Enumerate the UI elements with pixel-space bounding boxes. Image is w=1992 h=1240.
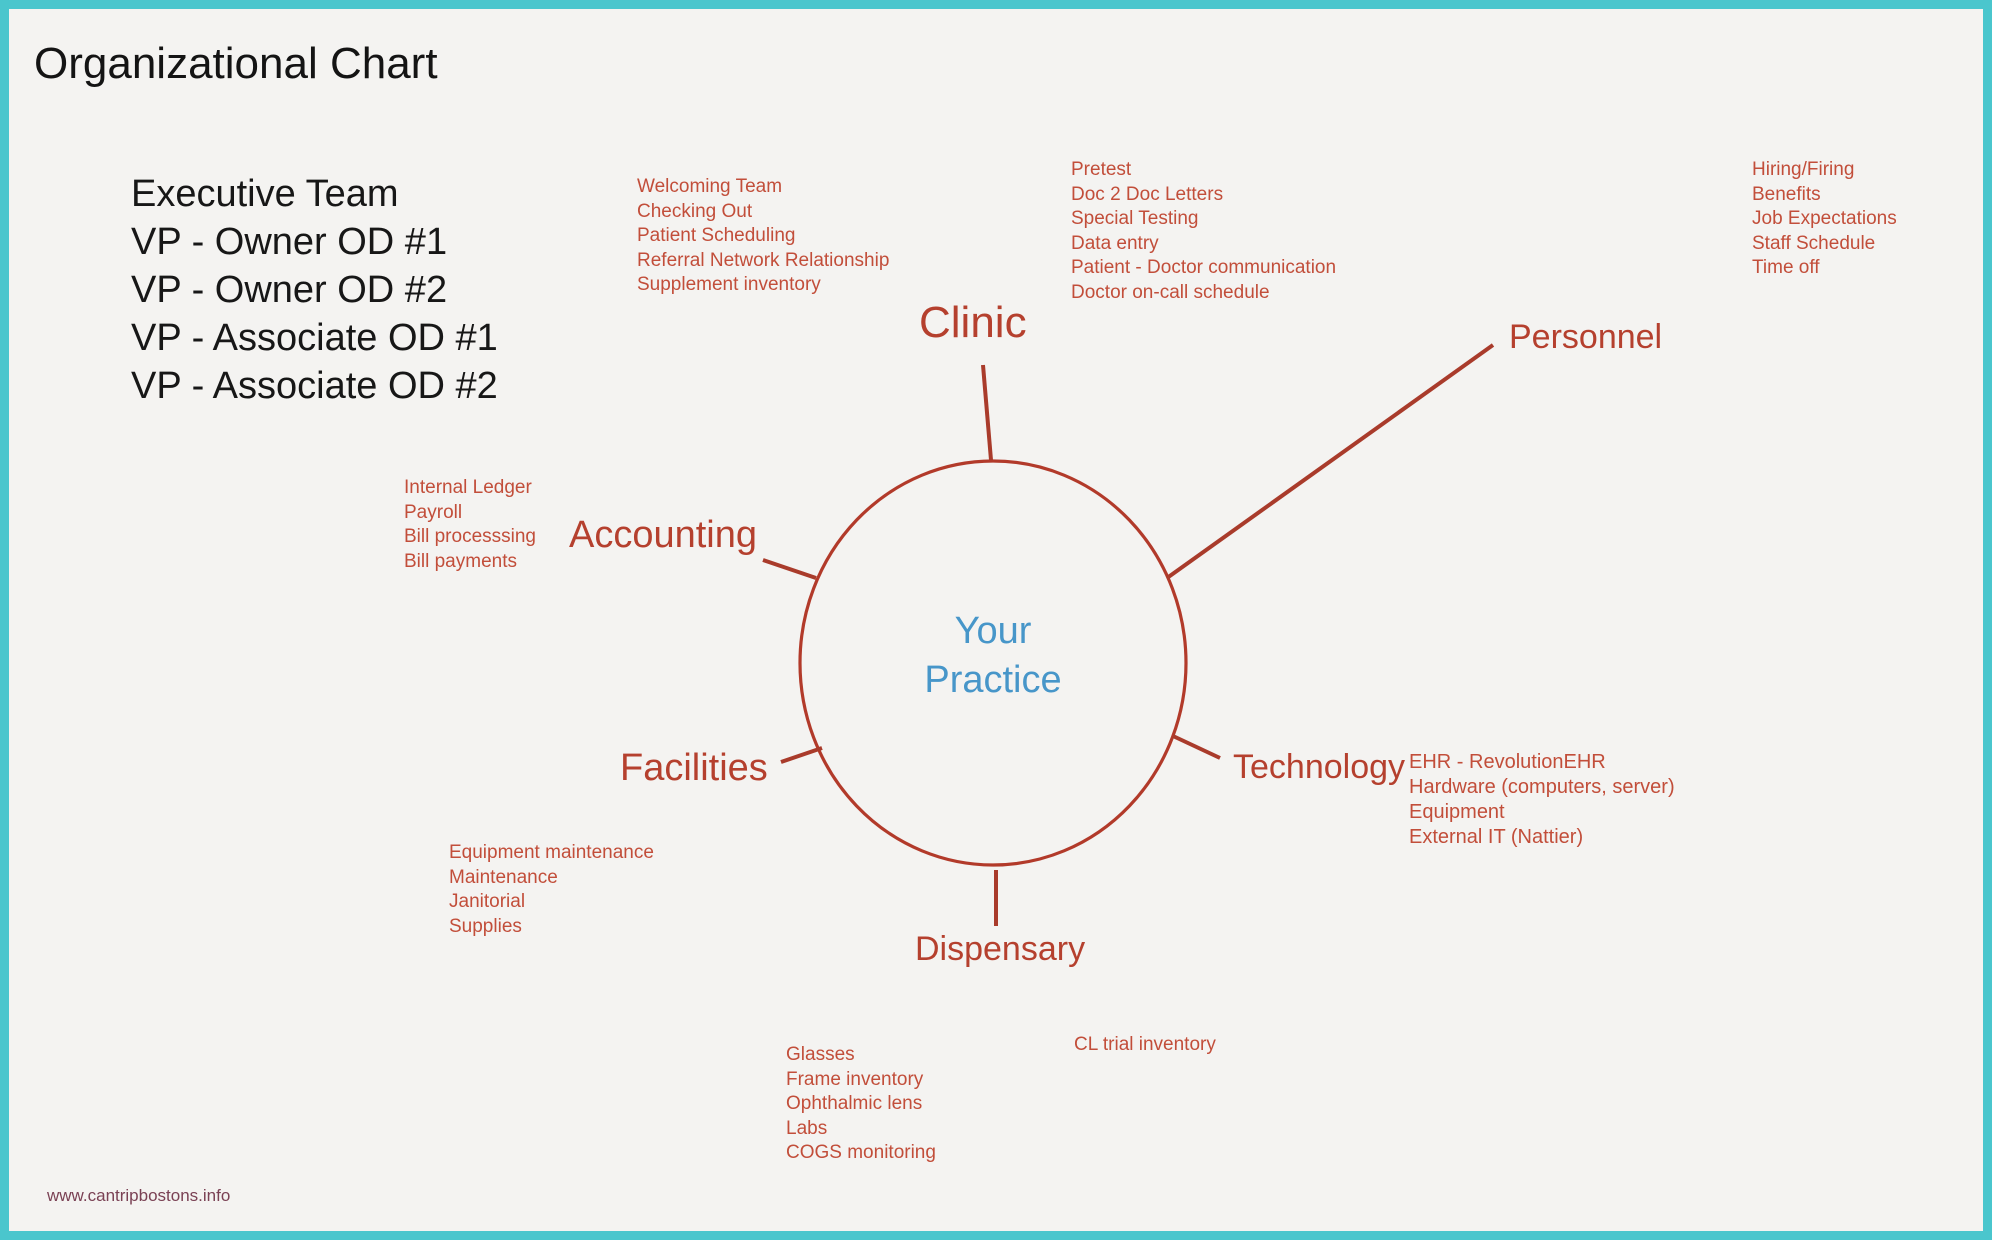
branch-label-accounting: Accounting — [569, 514, 758, 556]
list-item: Supplies — [449, 915, 522, 937]
list-item: Data entry — [1071, 232, 1159, 254]
list-item: Payroll — [404, 501, 463, 523]
page-title: Organizational Chart — [34, 39, 438, 88]
list-item: Time off — [1752, 257, 1820, 278]
spoke-clinic — [981, 364, 993, 461]
spoke-facilities — [780, 746, 823, 764]
list-item: Glasses — [786, 1044, 855, 1065]
practice-circle — [798, 459, 1188, 867]
list-item: Doc 2 Doc Letters — [1071, 183, 1224, 205]
watermark: www.cantripbostons.info — [47, 1186, 231, 1205]
list-item: Executive Team — [131, 173, 399, 215]
list-item: Hardware (computers, server) — [1409, 776, 1675, 798]
list-item: Janitorial — [449, 891, 526, 912]
center-label: Your Practice — [793, 607, 1193, 705]
dispensary-notes-right: CL trial inventory — [1074, 1033, 1216, 1058]
list-item: Frame inventory — [786, 1068, 924, 1090]
list-item: Doctor on-call schedule — [1071, 281, 1270, 303]
list-item: CL trial inventory — [1074, 1034, 1216, 1055]
list-item: Job Expectations — [1752, 208, 1897, 229]
center-label-line1: Your — [954, 610, 1032, 652]
list-item: Equipment — [1409, 801, 1505, 823]
list-item: Equipment maintenance — [449, 842, 654, 863]
list-item: Supplement inventory — [637, 274, 821, 295]
list-item: Referral Network Relationship — [637, 249, 890, 271]
branch-label-technology: Technology — [1233, 748, 1406, 786]
list-item: Pretest — [1071, 159, 1132, 180]
list-item: Internal Ledger — [404, 477, 532, 498]
list-item: Patient - Doctor communication — [1071, 257, 1337, 278]
center-label-line2: Practice — [924, 659, 1062, 701]
list-item: Welcoming Team — [637, 176, 783, 197]
branch-label-clinic: Clinic — [919, 298, 1027, 347]
list-item: Hiring/Firing — [1752, 159, 1855, 180]
list-item: Maintenance — [449, 866, 558, 888]
list-item: VP - Associate OD #2 — [131, 365, 498, 407]
list-item: EHR - RevolutionEHR — [1409, 751, 1606, 773]
mindmap-network — [762, 343, 1495, 926]
list-item: COGS monitoring — [786, 1142, 936, 1163]
list-item: External IT (Nattier) — [1409, 826, 1584, 848]
list-item: Checking Out — [637, 200, 753, 222]
list-item: Patient Scheduling — [637, 225, 796, 246]
list-item: Bill payments — [404, 550, 517, 572]
list-item: VP - Associate OD #1 — [131, 317, 498, 359]
spoke-technology — [1172, 734, 1221, 760]
spoke-accounting — [762, 558, 817, 580]
branch-label-personnel: Personnel — [1509, 318, 1663, 356]
list-item: VP - Owner OD #2 — [131, 269, 448, 311]
branch-label-dispensary: Dispensary — [915, 930, 1086, 968]
list-item: Benefits — [1752, 183, 1821, 205]
spoke-personnel — [1165, 343, 1495, 580]
list-item: Labs — [786, 1117, 828, 1139]
list-item: Special Testing — [1071, 208, 1199, 229]
technology-notes: EHR - RevolutionEHR Hardware (computers, … — [1409, 750, 1675, 850]
list-item: Bill processsing — [404, 526, 536, 547]
list-item: Staff Schedule — [1752, 232, 1876, 254]
list-item: VP - Owner OD #1 — [131, 221, 448, 263]
branch-label-facilities: Facilities — [620, 747, 768, 789]
executive-team-list: Executive Team VP - Owner OD #1 VP - Owner… — [131, 170, 498, 410]
list-item: Ophthalmic lens — [786, 1093, 923, 1114]
